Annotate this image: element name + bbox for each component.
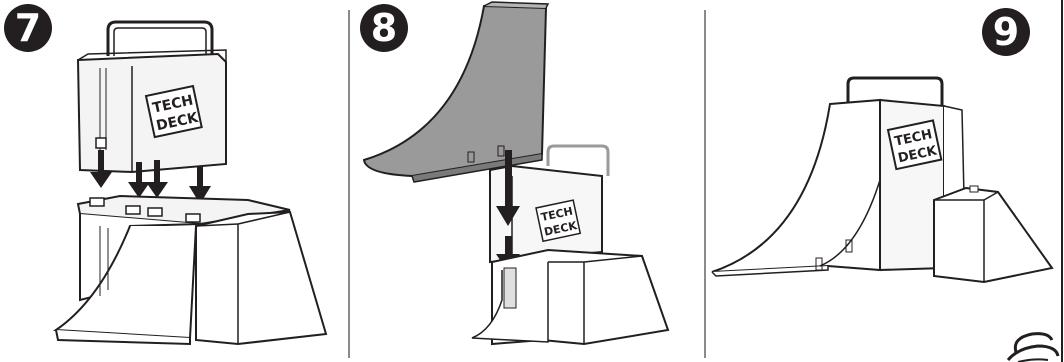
step-9-illustration: TECH DECK: [708, 0, 1064, 362]
tech-deck-logo-icon: TECH DECK: [888, 120, 941, 169]
tech-deck-logo-icon: TECH DECK: [146, 86, 202, 137]
panel-divider-1: [348, 10, 350, 358]
step-8-illustration: TECH DECK: [352, 0, 704, 362]
step-8-panel: 8 TECH DECK: [352, 0, 704, 362]
panel-divider-2: [704, 10, 706, 358]
step-7-illustration: TECH DECK: [0, 0, 350, 362]
spin-master-logo-icon: [1008, 334, 1058, 362]
step-7-panel: 7 TECH DECK: [0, 0, 350, 362]
tech-deck-logo-icon: TECH DECK: [536, 200, 580, 241]
step-9-panel: 9 TECH DECK: [708, 0, 1064, 362]
